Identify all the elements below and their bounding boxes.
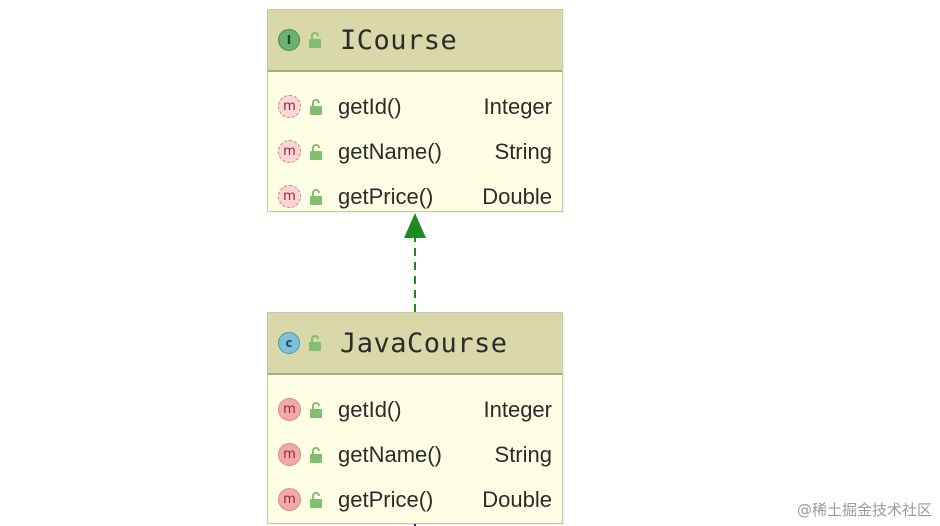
javacourse-class-box[interactable]: c JavaCourse m getId() Integer m getName… xyxy=(267,312,563,524)
javacourse-members: m getId() Integer m getName() String m g… xyxy=(268,375,562,522)
abstract-method-icon: m xyxy=(278,95,301,118)
public-lock-icon xyxy=(309,32,321,48)
icourse-interface-box[interactable]: I ICourse m getId() Integer m getName() … xyxy=(267,9,563,212)
method-return-type: Double xyxy=(482,183,552,209)
method-icon: m xyxy=(278,488,301,511)
method-name: getId() xyxy=(338,93,402,119)
method-return-type: Double xyxy=(482,486,552,512)
javacourse-title: JavaCourse xyxy=(340,327,508,359)
public-lock-icon xyxy=(310,143,322,160)
member-row-getname[interactable]: m getName() String xyxy=(268,129,562,174)
public-lock-icon xyxy=(310,188,322,205)
watermark: @稀土掘金技术社区 xyxy=(796,501,932,519)
method-icon: m xyxy=(278,443,301,466)
member-row-getid[interactable]: m getId() Integer xyxy=(268,84,562,129)
method-name: getName() xyxy=(338,441,442,467)
icourse-header: I ICourse xyxy=(268,10,562,72)
member-row-getprice[interactable]: m getPrice() Double xyxy=(268,477,562,522)
icourse-title: ICourse xyxy=(340,24,458,56)
method-return-type: Integer xyxy=(483,396,553,422)
method-return-type: String xyxy=(494,441,552,467)
public-lock-icon xyxy=(310,401,322,418)
method-name: getId() xyxy=(338,396,402,422)
implements-arrow-head xyxy=(404,213,426,238)
member-row-getid[interactable]: m getId() Integer xyxy=(268,387,562,432)
method-name: getPrice() xyxy=(338,183,434,209)
method-name: getName() xyxy=(338,138,442,164)
abstract-method-icon: m xyxy=(278,140,301,163)
public-lock-icon xyxy=(310,98,322,115)
interface-icon: I xyxy=(278,29,300,51)
javacourse-header: c JavaCourse xyxy=(268,313,562,375)
public-lock-icon xyxy=(310,446,322,463)
method-icon: m xyxy=(278,398,301,421)
public-lock-icon xyxy=(310,491,322,508)
member-row-getprice[interactable]: m getPrice() Double xyxy=(268,174,562,219)
public-lock-icon xyxy=(309,335,321,351)
icourse-members: m getId() Integer m getName() String m g… xyxy=(268,72,562,219)
method-return-type: String xyxy=(494,138,552,164)
method-name: getPrice() xyxy=(338,486,434,512)
method-return-type: Integer xyxy=(483,93,553,119)
member-row-getname[interactable]: m getName() String xyxy=(268,432,562,477)
class-icon: c xyxy=(278,332,300,354)
abstract-method-icon: m xyxy=(278,185,301,208)
